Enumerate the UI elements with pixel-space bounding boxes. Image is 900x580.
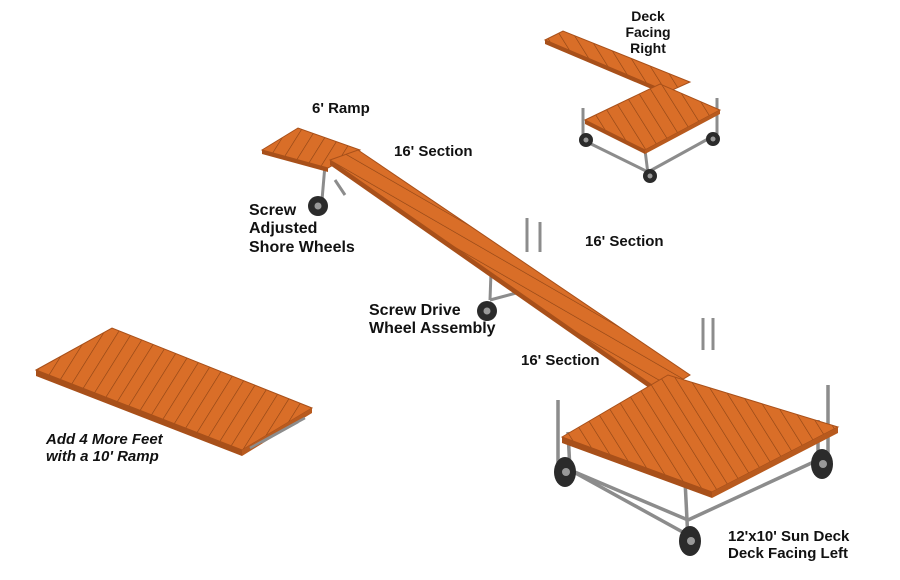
section-16-label-c: 16' Section xyxy=(521,352,600,369)
section-16-label-a: 16' Section xyxy=(394,143,473,160)
sun-deck-label: 12'x10' Sun Deck Deck Facing Left xyxy=(728,528,850,563)
shore-wheels-label: Screw Adjusted Shore Wheels xyxy=(249,202,355,256)
wheel-assembly-label: Screw Drive Wheel Assembly xyxy=(369,302,496,338)
deck-right-wheels xyxy=(579,132,720,183)
add-more-feet-label: Add 4 More Feet with a 10' Ramp xyxy=(46,431,163,466)
section-16-label-b: 16' Section xyxy=(585,233,664,250)
sun-deck-assembly xyxy=(554,374,840,556)
deck-facing-right-label: Deck Facing Right xyxy=(625,8,671,57)
ten-foot-ramp-option xyxy=(34,327,314,456)
ramp-6-label: 6' Ramp xyxy=(312,100,370,117)
main-dock-run xyxy=(260,127,715,397)
sun-deck-wheels xyxy=(554,449,833,556)
deck-facing-right-assembly xyxy=(543,30,722,183)
